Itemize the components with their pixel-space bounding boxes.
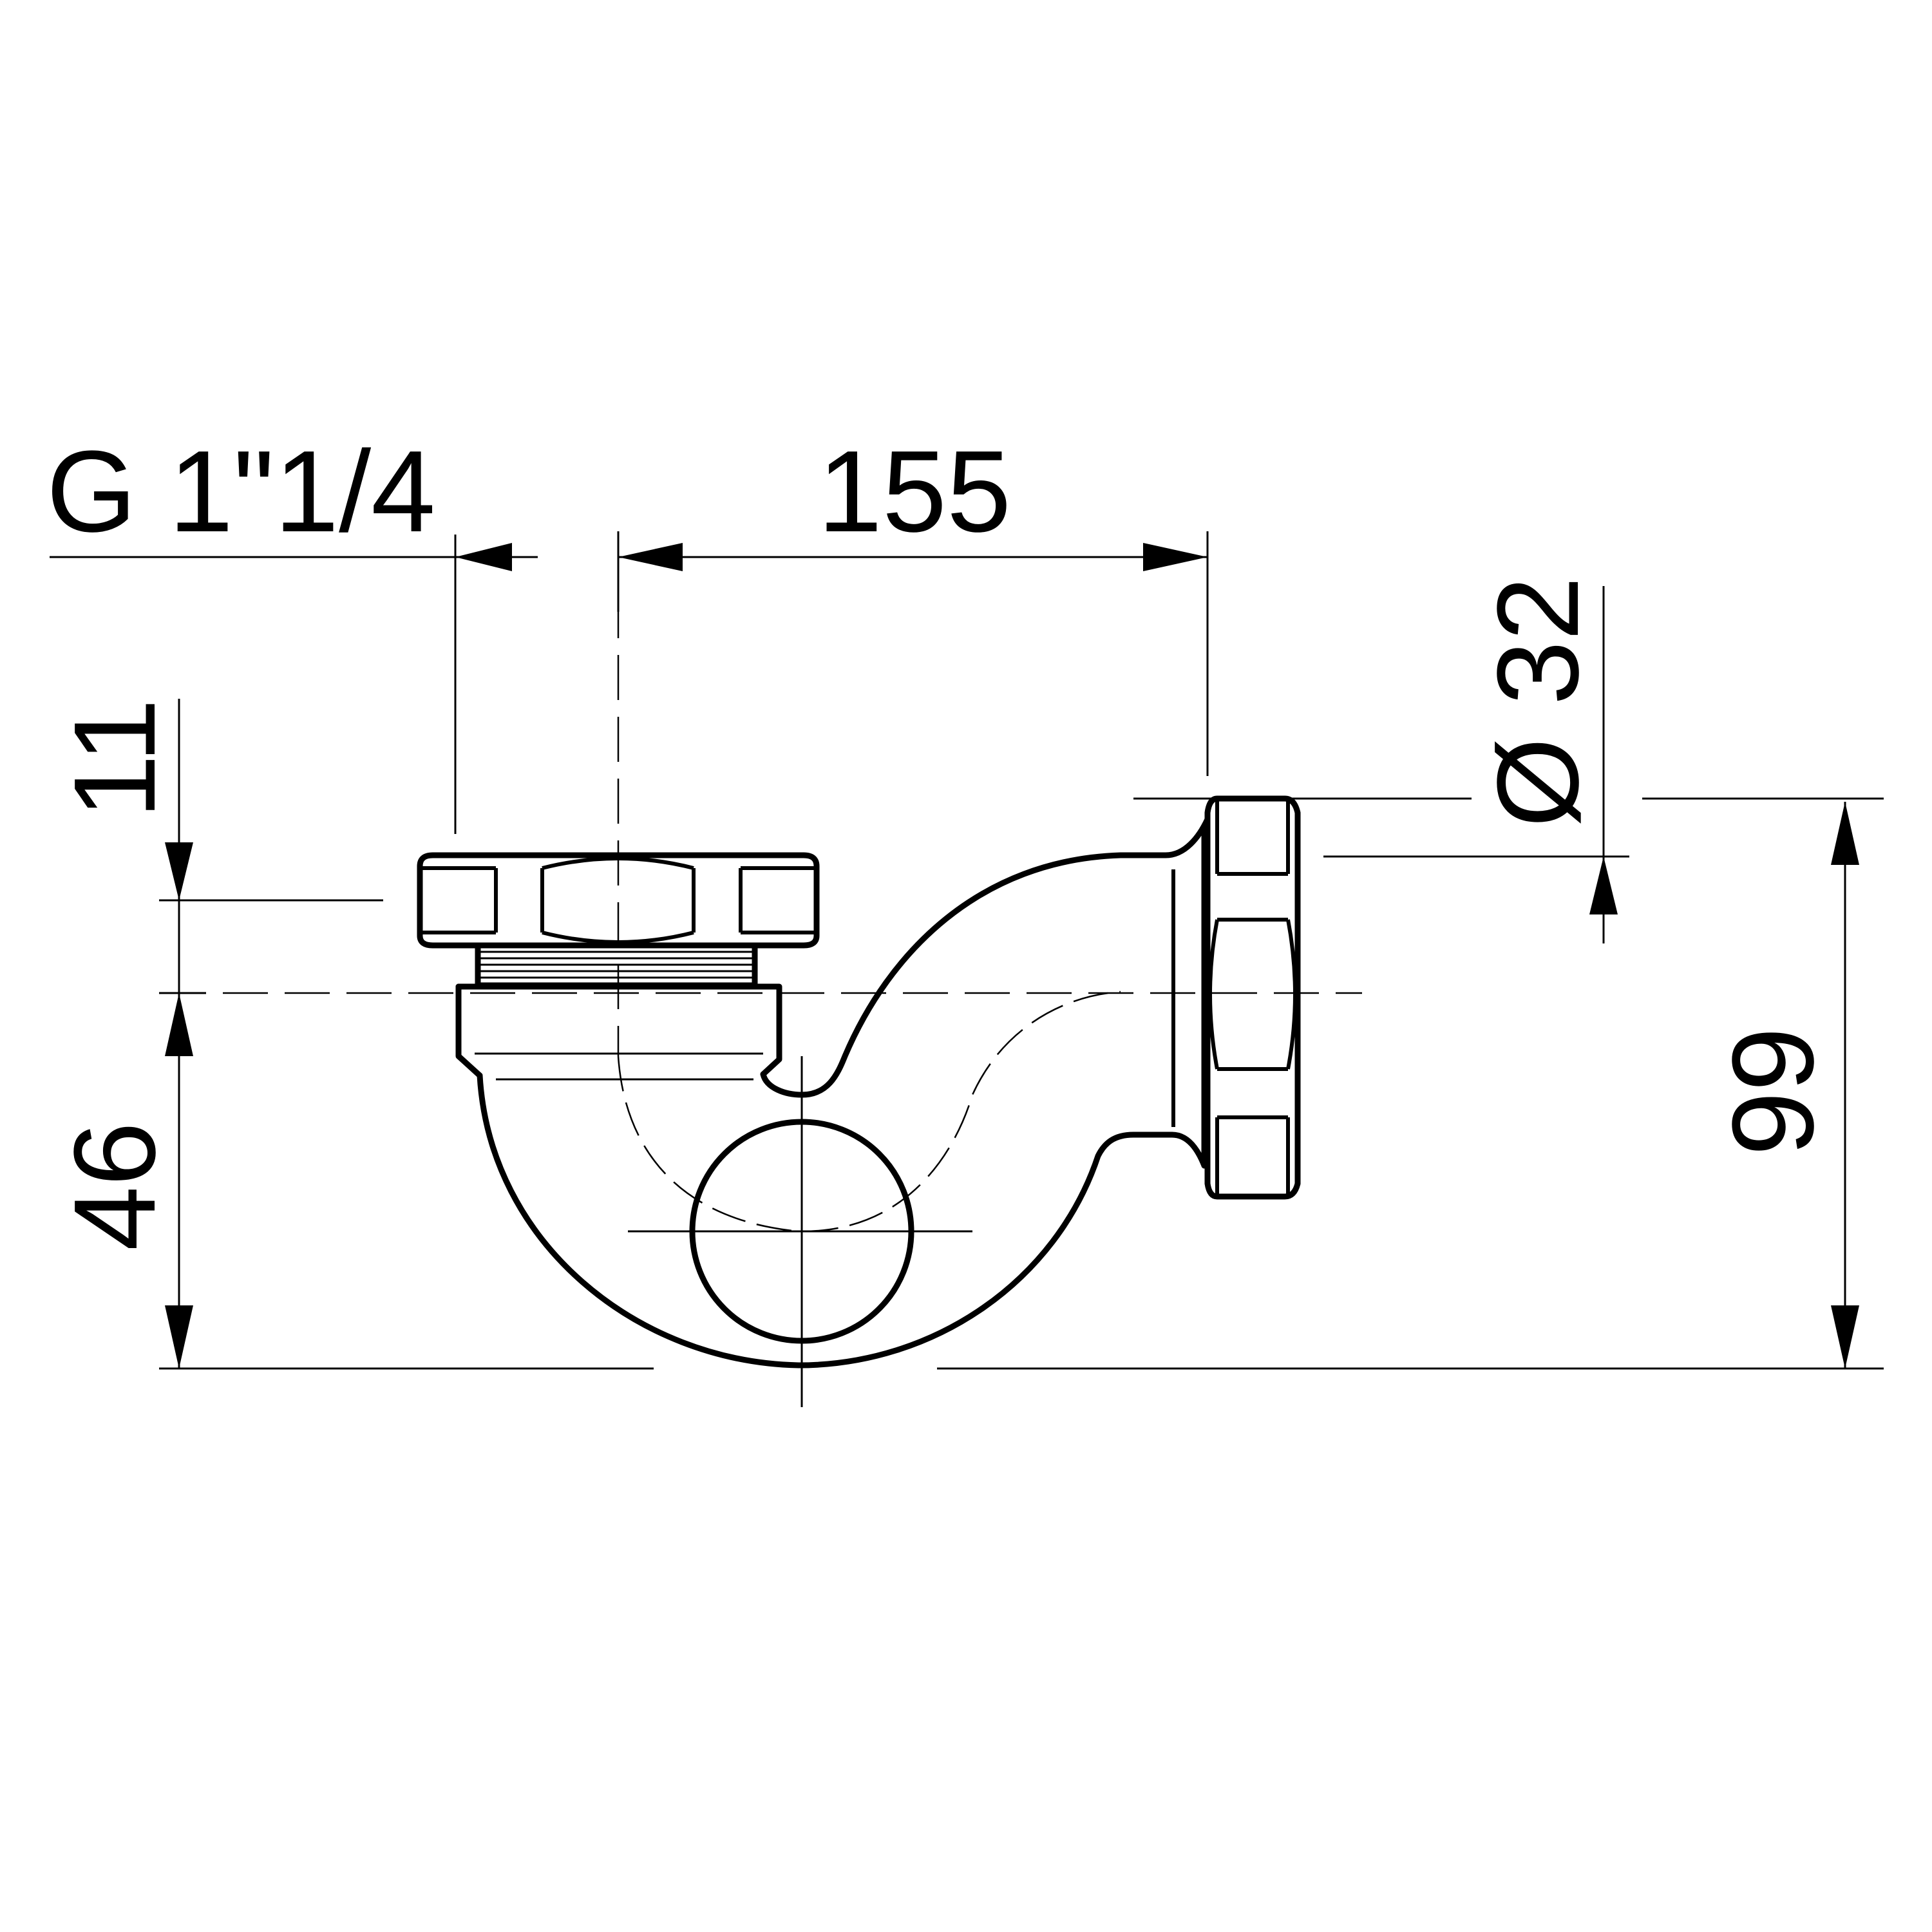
width-arrow-right: [1143, 543, 1208, 571]
outlet-pipe-section: [689, 1119, 914, 1344]
inner-bend: [760, 816, 1211, 1098]
nut-height-label: 11: [50, 699, 180, 819]
centerlines: [161, 531, 1362, 1407]
inlet-height-label: 46: [50, 1122, 180, 1251]
thread-arrow: [455, 543, 512, 571]
diameter-arrow: [1589, 857, 1618, 914]
inlet-hex-nut: [417, 852, 820, 949]
inlet-height-arrow-bottom: [165, 1305, 193, 1368]
width-label: 155: [818, 427, 1011, 556]
dimension-lines: [50, 531, 1884, 1370]
nut-height-arrow: [165, 842, 193, 900]
outlet-nut-outline: [1204, 795, 1301, 1200]
total-height-arrow-top: [1831, 802, 1859, 865]
total-height-arrow-bottom: [1831, 1305, 1859, 1368]
hidden-path-arc: [617, 990, 1121, 1233]
outer-bend: [477, 1072, 1208, 1368]
width-arrow-left: [618, 543, 683, 571]
inlet-height-arrow-top: [165, 993, 193, 1056]
diameter-label: Ø 32: [1473, 576, 1603, 828]
dimension-labels: G 1"1/4 155 Ø 32 11 46 99: [46, 427, 1838, 1251]
total-height-label: 99: [1709, 1027, 1838, 1156]
inlet-collar: [455, 983, 782, 1077]
thread-section: [475, 942, 758, 989]
trap-body: [455, 816, 1211, 1368]
thread-label: G 1"1/4: [46, 427, 435, 556]
hidden-water-path: [617, 990, 1121, 1233]
nut-outline: [417, 852, 820, 949]
outlet-hex-nut: [1204, 795, 1301, 1200]
